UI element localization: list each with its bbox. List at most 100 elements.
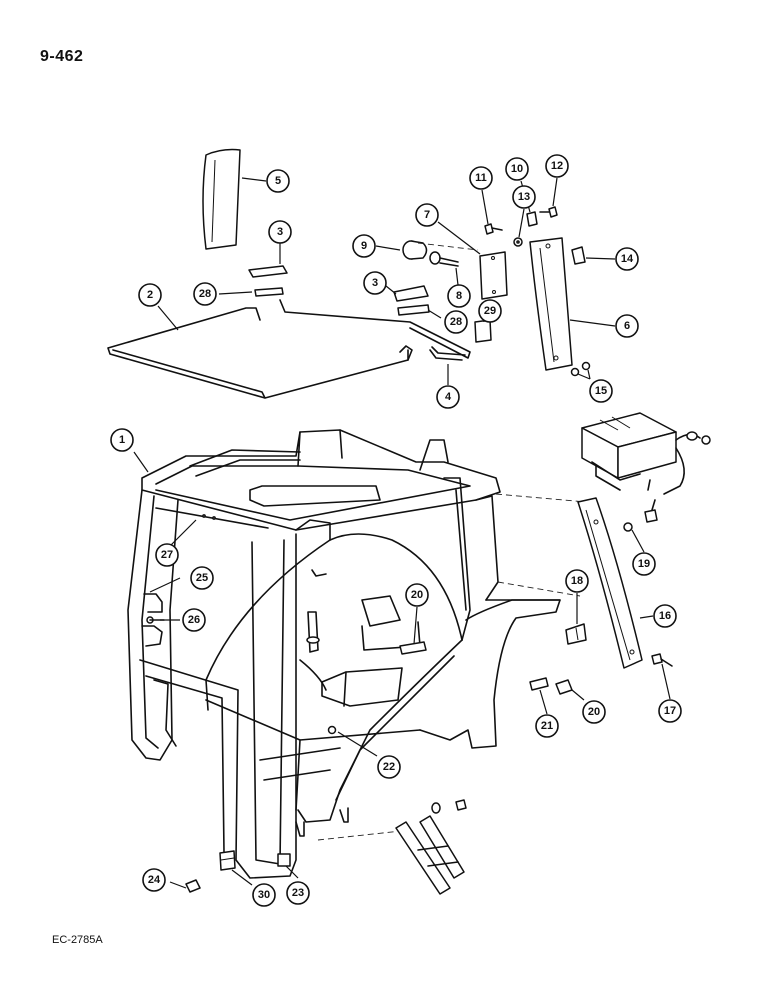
part-28-pad-left bbox=[254, 287, 284, 297]
callout: 5 bbox=[266, 169, 290, 193]
callout: 28 bbox=[193, 282, 217, 306]
part-15-washers bbox=[570, 361, 591, 377]
callout-label: 30 bbox=[258, 889, 270, 901]
callout-label: 4 bbox=[445, 391, 452, 403]
callout: 3 bbox=[363, 271, 387, 295]
part-28-pad-centre bbox=[397, 304, 430, 316]
part-8-bolt bbox=[429, 251, 459, 267]
callout: 19 bbox=[632, 552, 656, 576]
part-5-pillar-trim bbox=[202, 148, 241, 250]
callout-label: 16 bbox=[659, 610, 671, 622]
callout: 11 bbox=[469, 166, 493, 190]
part-21-pad bbox=[529, 677, 549, 691]
callout-label: 26 bbox=[188, 614, 200, 626]
callout: 26 bbox=[182, 608, 206, 632]
callout-label: 6 bbox=[624, 320, 630, 332]
page-number: 9-462 bbox=[40, 48, 84, 65]
callout-label: 24 bbox=[148, 874, 161, 886]
callout-label: 20 bbox=[588, 706, 600, 718]
callout-label: 5 bbox=[275, 175, 281, 187]
callout: 24 bbox=[142, 868, 166, 892]
callout: 20 bbox=[582, 700, 606, 724]
callout-label: 18 bbox=[571, 575, 583, 587]
callout-label: 20 bbox=[411, 589, 423, 601]
callout: 2 bbox=[138, 283, 162, 307]
callout-label: 10 bbox=[511, 163, 523, 175]
callout-label: 29 bbox=[484, 305, 496, 317]
access-step bbox=[395, 799, 467, 895]
callout: 25 bbox=[190, 566, 214, 590]
callout-label: 28 bbox=[450, 316, 462, 328]
callout-label: 12 bbox=[551, 160, 563, 172]
callout-label: 25 bbox=[196, 572, 208, 584]
callout: 9 bbox=[352, 234, 376, 258]
callout-label: 17 bbox=[664, 705, 676, 717]
callout-label: 11 bbox=[475, 172, 487, 184]
callout: 27 bbox=[155, 543, 179, 567]
callout: 18 bbox=[565, 569, 589, 593]
callout-label: 15 bbox=[595, 385, 607, 397]
callout-label: 14 bbox=[621, 253, 634, 265]
part-3-pad-centre bbox=[393, 285, 429, 302]
callout: 23 bbox=[286, 881, 310, 905]
part-16-pillar-trim bbox=[577, 497, 643, 669]
part-7-plate bbox=[479, 251, 508, 300]
callout-label: 7 bbox=[424, 209, 430, 221]
part-1-cab-frame bbox=[127, 429, 561, 879]
part-23-bushing bbox=[277, 853, 291, 867]
callout: 15 bbox=[589, 379, 613, 403]
callout-label: 22 bbox=[383, 761, 395, 773]
callout: 8 bbox=[447, 284, 471, 308]
part-17-screw bbox=[651, 653, 673, 667]
callout: 13 bbox=[512, 185, 536, 209]
callout: 20 bbox=[405, 583, 429, 607]
callout: 28 bbox=[444, 310, 468, 334]
callout-label: 3 bbox=[372, 277, 378, 289]
callout: 22 bbox=[377, 755, 401, 779]
part-20-pad-right bbox=[555, 679, 573, 695]
callout-label: 1 bbox=[119, 434, 125, 446]
part-14-clip bbox=[571, 246, 586, 265]
part-13-washer bbox=[513, 237, 523, 247]
part-6-pillar-trim bbox=[529, 237, 573, 371]
callout-label: 28 bbox=[199, 288, 211, 300]
callout-label: 2 bbox=[147, 289, 153, 301]
part-9-bushing bbox=[402, 240, 428, 260]
part-2-seal-frame bbox=[107, 299, 471, 399]
callout-label: 27 bbox=[161, 549, 173, 561]
callout-label: 9 bbox=[361, 240, 367, 252]
part-11-screw bbox=[484, 223, 503, 235]
part-19-plug bbox=[623, 522, 633, 532]
part-10-clip bbox=[526, 211, 538, 227]
callout-label: 23 bbox=[292, 887, 304, 899]
part-12-screw bbox=[539, 206, 558, 218]
part-18-bracket bbox=[565, 623, 587, 645]
callout: 21 bbox=[535, 714, 559, 738]
callout-label: 19 bbox=[638, 558, 650, 570]
callout: 16 bbox=[653, 604, 677, 628]
callout: 6 bbox=[615, 314, 639, 338]
callout: 29 bbox=[478, 299, 502, 323]
callout: 17 bbox=[658, 699, 682, 723]
part-30-clip bbox=[219, 850, 236, 871]
electrical-box bbox=[581, 412, 711, 523]
callout-label: 3 bbox=[277, 226, 283, 238]
callout: 4 bbox=[436, 385, 460, 409]
callout: 1 bbox=[110, 428, 134, 452]
callout-label: 8 bbox=[456, 290, 462, 302]
callout: 30 bbox=[252, 883, 276, 907]
callout-label: 21 bbox=[541, 720, 553, 732]
callout: 14 bbox=[615, 247, 639, 271]
callout: 7 bbox=[415, 203, 439, 227]
part-29-pad bbox=[474, 319, 492, 343]
callout: 3 bbox=[268, 220, 292, 244]
callout-label: 13 bbox=[518, 191, 530, 203]
part-3-pad-left bbox=[248, 265, 288, 278]
part-20-pad-floor bbox=[399, 641, 427, 655]
drawing-code: EC-2785A bbox=[52, 934, 103, 946]
callout: 10 bbox=[505, 157, 529, 181]
part-22-grommet bbox=[327, 725, 337, 735]
part-24-nut bbox=[185, 879, 201, 893]
callout: 12 bbox=[545, 154, 569, 178]
